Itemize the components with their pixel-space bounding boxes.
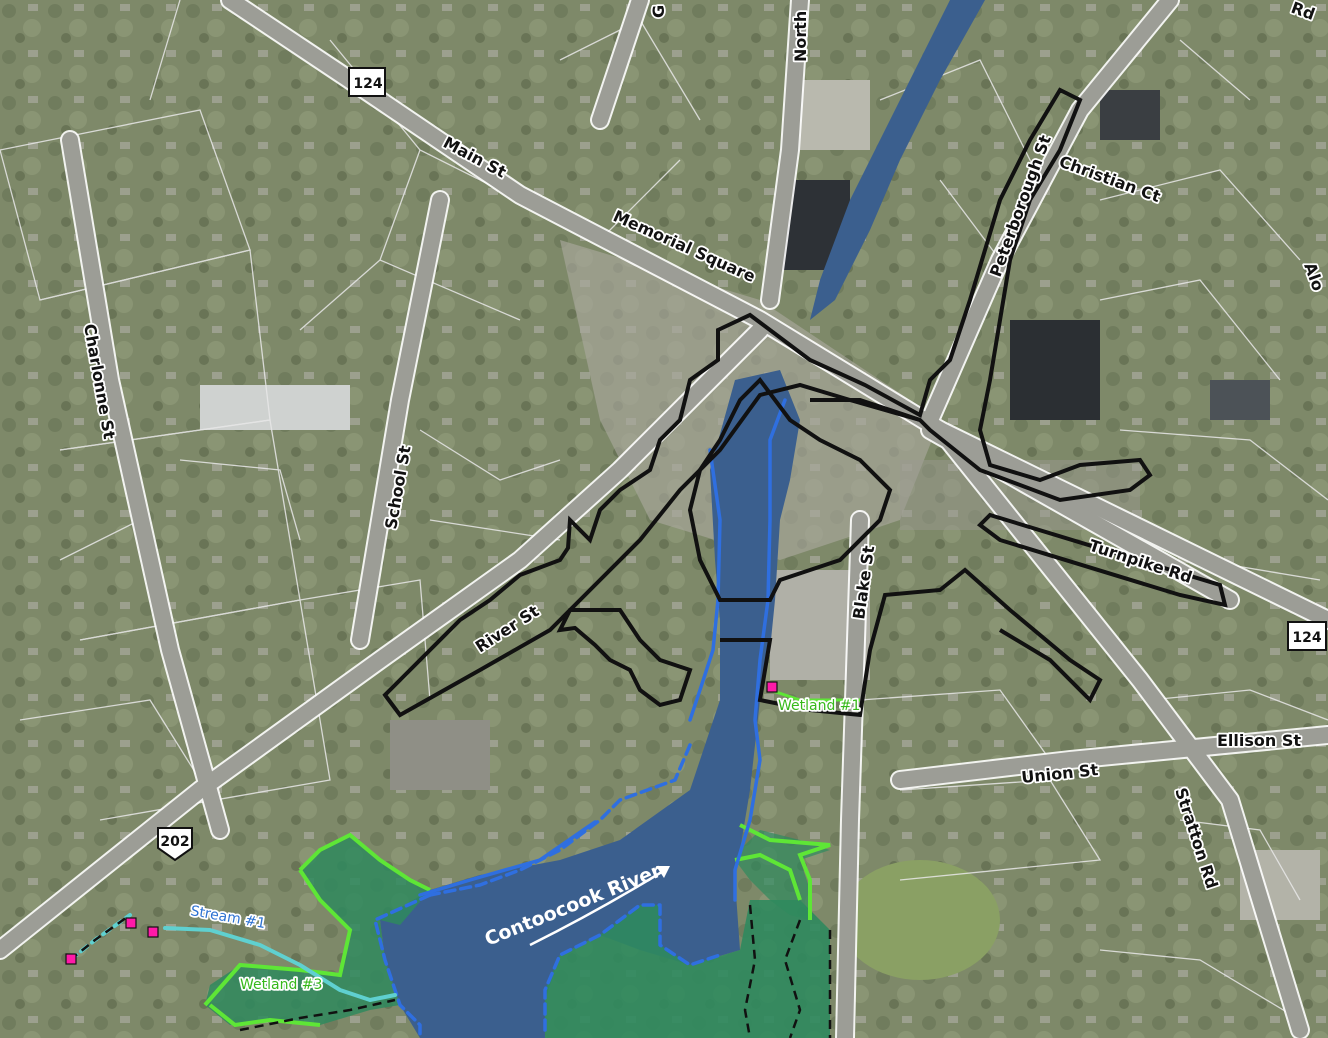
river-south-edge [543,903,722,1032]
streams [68,398,787,1038]
river-flow-arrowhead [656,866,670,878]
wetlands [203,688,860,1038]
route-shield-label: 124 [1292,630,1321,646]
wetland-3-label: Wetland #3 [240,977,322,993]
parking-lot [800,80,870,150]
wetland-1-label: Wetland #1 [778,698,860,714]
building-roof [200,385,350,430]
stream-1-marker[interactable] [65,953,77,965]
stream-1-marker[interactable] [125,917,137,929]
wetland-3-polygon [205,835,430,1025]
building-roof [1100,90,1160,140]
project-boundary [382,87,1228,718]
wetland-1-outline [769,688,860,702]
project-boundary-turnpike [976,512,1228,608]
river-west-edge [373,893,432,1038]
wetland-3-outline [203,868,353,1007]
parking-lot [390,720,490,790]
river-north-bank-solid [418,820,597,897]
project-boundary-bridge-loop [687,376,893,602]
river-north-bank [428,743,692,897]
wetland-east-outline [739,823,831,920]
point-markers [65,681,778,965]
project-boundary-blake [720,567,1103,718]
building-roof [1010,320,1100,420]
project-boundary-river-st [556,608,693,708]
road-label-north: North [791,11,810,62]
water-bodies [380,0,985,1038]
route-shield-label: 124 [353,76,382,92]
stream-1-marker[interactable] [147,926,159,938]
river-channel-north [810,0,985,320]
river-flow-arrow [529,868,666,947]
dashed-boundaries [69,904,832,1038]
river-west-bank [688,448,722,722]
route-shield-124-nw: 124 [348,67,386,97]
ball-field [840,860,1000,980]
building-roof [1210,380,1270,420]
road-label-ellison-st: Ellison St [1217,731,1301,750]
project-boundary-main [382,87,1153,718]
route-shield-202-sw: 202 [157,827,193,862]
wetland-3-outline [208,1003,321,1028]
project-boundary-bridge-top [810,398,921,422]
wetland-south-polygon [545,900,830,1038]
road-label-g: G [649,5,668,18]
wetland-3-outline [298,832,431,892]
river-east-bank [733,398,787,902]
contoocook-river-water [380,370,800,1038]
wetland-1-marker[interactable] [766,681,778,693]
route-shield-124-east: 124 [1287,621,1327,651]
wetland-east-outline [734,852,802,901]
route-shield-label: 202 [160,834,189,850]
stream-1-line [163,926,397,1002]
